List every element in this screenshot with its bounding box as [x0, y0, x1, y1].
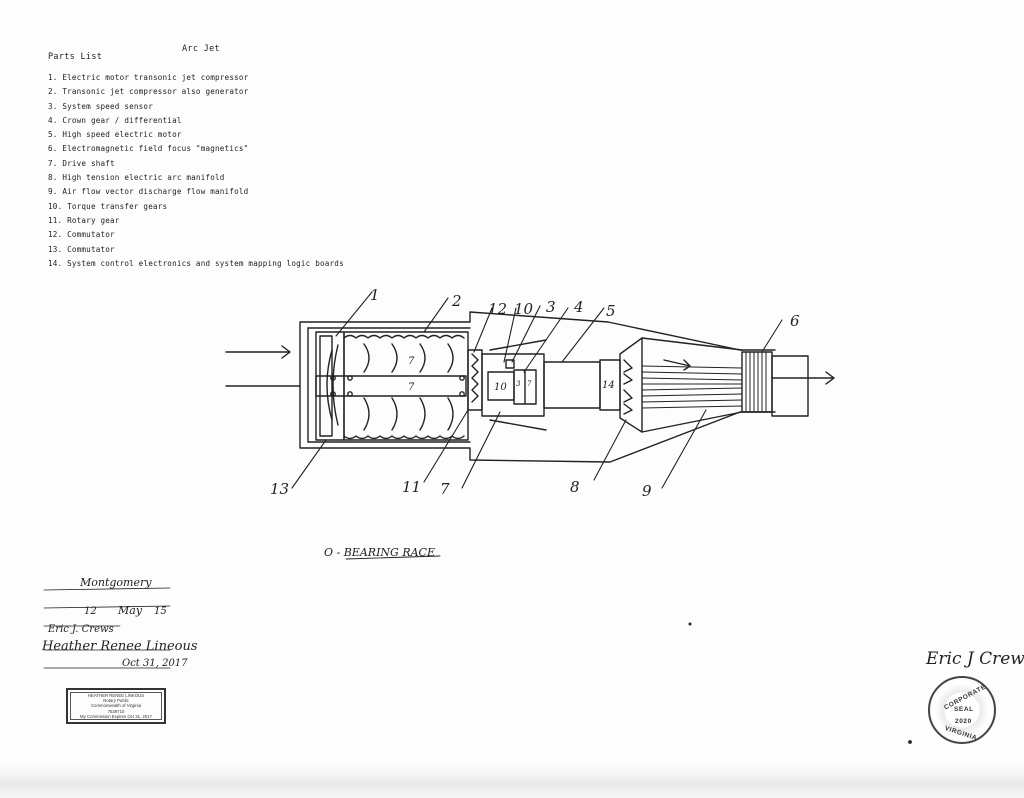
discharge-manifold: [641, 337, 743, 433]
parts-list: 1. Electric motor transonic jet compress…: [48, 71, 344, 271]
notary-commission-date: Oct 31, 2017: [122, 658, 188, 669]
motor-taper: [489, 339, 547, 431]
callout-13: 13: [270, 480, 289, 498]
interior-flow-arrow: [663, 359, 691, 371]
parts-list-item: 11. Rotary gear: [48, 215, 120, 225]
parts-list-item: 7. Drive shaft: [48, 158, 115, 168]
rotary-gear-11: [471, 353, 479, 403]
motor-curves: [326, 344, 339, 426]
notary-signer-name: Eric J. Crews: [47, 624, 114, 635]
parts-list-item: 14. System control electronics and syste…: [48, 258, 344, 268]
shaft-label: 7: [408, 382, 415, 393]
arc-manifold: [619, 337, 643, 433]
drive-shaft: [315, 375, 467, 397]
discharge-flow-lines: [641, 365, 743, 409]
stamp-line: Notary Public: [103, 698, 129, 704]
parts-list-item: 10. Torque transfer gears: [48, 201, 168, 211]
bearing-race: [347, 375, 353, 381]
notary-block: [43, 587, 171, 669]
arc-manifold-teeth: [623, 359, 633, 415]
parts-list-item: 8. High tension electric arc manifold: [48, 173, 225, 183]
notary-stamp: HEATHER RENEE LINKOUS Notary Public Comm…: [66, 688, 166, 724]
gearbox-housing: [481, 353, 545, 417]
callout-10: 10: [514, 300, 534, 318]
magnetics-coils: [745, 351, 767, 413]
callout-3: 3: [546, 298, 556, 316]
callout-6: 6: [790, 312, 800, 330]
notary-signature: Heather Renee Lineous: [41, 639, 198, 654]
parts-list-item: 12. Commutator: [48, 230, 115, 240]
airflow-out-arrow: [771, 371, 835, 385]
stamp-line: HEATHER RENEE LINKOUS: [87, 693, 145, 698]
document-title: Arc Jet: [182, 44, 220, 54]
compressor-winding-top: [343, 334, 465, 339]
callout-9: 9: [642, 482, 652, 500]
parts-list-item: 13. Commutator: [48, 244, 115, 254]
seal-middle-text: SEAL: [954, 706, 974, 713]
inventor-signature: Eric J Crews: [925, 649, 1024, 669]
scan-dot: [688, 622, 692, 626]
exhaust-nozzle: [771, 355, 809, 417]
parts-list-item: 2. Transonic jet compressor also generat…: [48, 87, 249, 97]
high-speed-electric-motor: [543, 361, 601, 409]
parts-list-item: 6. Electromagnetic field focus "magnetic…: [48, 144, 249, 154]
callout-11: 11: [402, 478, 421, 496]
parts-list-header: Parts List: [48, 52, 103, 62]
callout-1: 1: [370, 286, 380, 304]
parts-list-item: 1. Electric motor transonic jet compress…: [48, 73, 249, 82]
gear-label-7: 7: [527, 380, 532, 388]
callout-4: 4: [573, 298, 584, 316]
commutator-12: [467, 349, 483, 411]
callout-7: 7: [440, 480, 450, 498]
notary-month: May: [117, 604, 143, 617]
shaft-label: 7: [408, 356, 415, 367]
parts-list-item: 3. System speed sensor: [48, 101, 153, 111]
parts-list-item: 4. Crown gear / differential: [48, 115, 182, 125]
compressor-blades-lower: [363, 397, 454, 431]
callout-2: 2: [451, 292, 462, 310]
bearing-race: [330, 391, 336, 397]
parts-list-item: 5. High speed electric motor: [48, 130, 182, 140]
notary-county: Montgomery: [79, 576, 152, 589]
legend-underline: [345, 555, 441, 560]
callout-12: 12: [488, 300, 507, 318]
commutator-13: [319, 335, 333, 437]
callout-8: 8: [570, 478, 580, 496]
stamp-line: Commonwealth of Virginia: [90, 703, 142, 709]
compressor-generator: [343, 331, 469, 441]
seal-year-text: 2020: [955, 718, 972, 725]
callout-5: 5: [606, 302, 616, 320]
scan-bottom-band: [0, 762, 1024, 798]
seal-bottom-text: VIRGINIA: [943, 724, 978, 743]
corporate-seal: CORPORATE SEAL 2020 VIRGINIA: [928, 676, 996, 744]
notary-year: 15: [154, 606, 167, 617]
leader-lines: [291, 291, 783, 489]
scan-dot: [908, 740, 912, 744]
compressor-blades-upper: [363, 343, 454, 373]
parts-list-item: 9. Air flow vector discharge flow manifo…: [48, 187, 249, 197]
bearing-race: [459, 375, 465, 381]
airflow-in-arrow-upper: [225, 345, 291, 359]
speed-sensor: [505, 359, 515, 369]
notary-day: 12: [84, 606, 97, 617]
gear-label-10: 10: [494, 382, 507, 393]
bearing-race-legend: O - BEARING RACE: [324, 546, 435, 559]
stamp-line: 7539710: [107, 708, 125, 714]
board-label-14: 14: [602, 380, 615, 391]
bearing-race: [459, 391, 465, 397]
bearing-race: [347, 391, 353, 397]
stamp-line: My Commission Expires Oct 31, 2017: [80, 713, 152, 719]
sensor-label-3: 3: [516, 380, 521, 388]
bearing-race: [330, 375, 336, 381]
compressor-winding-bottom: [343, 435, 465, 440]
